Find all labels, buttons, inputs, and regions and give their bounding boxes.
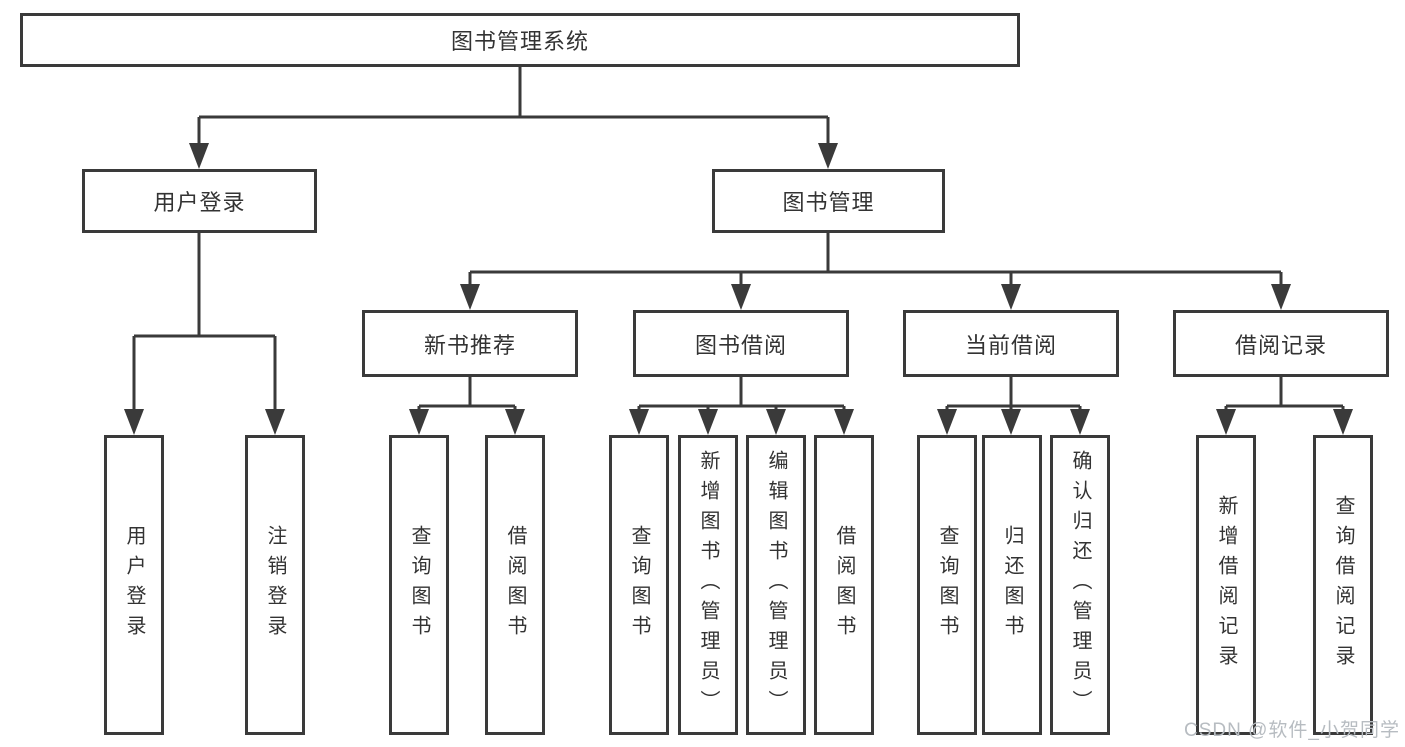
node-label: 查询图书 (408, 525, 430, 645)
leaf-add-books-admin: 新增图书（管理员） (678, 435, 738, 735)
node-book-management: 图书管理 (712, 169, 945, 233)
connector-userlogin-to-leaves (132, 233, 277, 426)
leaf-logout: 注销登录 (245, 435, 305, 735)
node-label: 归还图书 (1001, 525, 1023, 645)
node-label: 用户登录 (153, 190, 246, 215)
node-label: 查询图书 (628, 525, 650, 645)
node-root-library-management-system: 图书管理系统 (20, 13, 1020, 67)
node-label: 查询图书 (936, 525, 958, 645)
node-book-borrowing: 图书借阅 (633, 310, 849, 377)
node-label: 新书推荐 (423, 332, 516, 358)
arrow-down-icons (124, 143, 1353, 435)
node-label: 注销登录 (264, 525, 286, 645)
node-label: 借阅图书 (504, 525, 526, 645)
node-label: 用户登录 (123, 525, 145, 645)
leaf-borrow-books: 借阅图书 (814, 435, 874, 735)
node-label: 当前借阅 (964, 332, 1057, 358)
node-label: 借阅记录 (1234, 332, 1327, 358)
node-label: 借阅图书 (833, 525, 855, 645)
leaf-edit-books-admin: 编辑图书（管理员） (746, 435, 806, 735)
node-label: 确认归还（管理员） (1069, 450, 1091, 720)
node-new-book-recommend: 新书推荐 (362, 310, 578, 377)
csdn-watermark: CSDN @软件_小贺同学 (1184, 720, 1400, 741)
leaf-borrow-books-recommend: 借阅图书 (485, 435, 545, 735)
connector-bookmgmt-to-level3 (468, 233, 1283, 301)
leaf-query-books-borrowing: 查询图书 (609, 435, 669, 735)
node-label: 图书借阅 (694, 332, 787, 358)
connector-bookborrow-to-leaves (637, 377, 846, 426)
node-user-login: 用户登录 (82, 169, 317, 233)
node-current-borrowing: 当前借阅 (903, 310, 1119, 377)
node-borrowing-records: 借阅记录 (1173, 310, 1389, 377)
node-label: 图书管理 (782, 190, 875, 215)
connector-root-to-level2 (197, 67, 830, 160)
node-label: 查询借阅记录 (1332, 495, 1354, 675)
leaf-return-books: 归还图书 (982, 435, 1042, 735)
leaf-confirm-return-admin: 确认归还（管理员） (1050, 435, 1110, 735)
node-label: 编辑图书（管理员） (765, 450, 787, 720)
connector-borrowrecords-to-leaves (1224, 377, 1345, 426)
leaf-query-books-current: 查询图书 (917, 435, 977, 735)
node-label: 新增图书（管理员） (697, 450, 719, 720)
leaf-query-borrow-record: 查询借阅记录 (1313, 435, 1373, 735)
leaf-user-login: 用户登录 (104, 435, 164, 735)
node-label: 新增借阅记录 (1215, 495, 1237, 675)
leaf-query-books-recommend: 查询图书 (389, 435, 449, 735)
node-label: 图书管理系统 (450, 29, 589, 54)
leaf-add-borrow-record: 新增借阅记录 (1196, 435, 1256, 735)
connector-newbook-to-leaves (417, 377, 517, 426)
